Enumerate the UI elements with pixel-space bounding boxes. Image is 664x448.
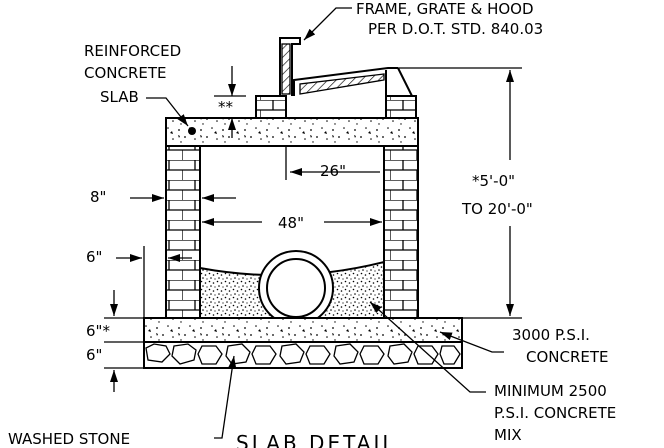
depth-label-line1: *5'-0"	[472, 172, 515, 190]
washed-stone	[143, 341, 463, 369]
annotation-text: FRAME, GRATE & HOOD PER D.O.T. STD. 840.…	[8, 0, 616, 448]
concrete-2500-line1: MINIMUM 2500	[494, 382, 607, 400]
slab-label-line1: REINFORCED	[84, 42, 181, 60]
frame-label-line2: PER D.O.T. STD. 840.03	[368, 20, 543, 38]
brick-walls	[165, 145, 419, 319]
bench-concrete	[199, 250, 385, 329]
dim-6-wall-label: 6"	[86, 248, 102, 266]
slab-label-line3: SLAB	[100, 88, 139, 106]
top-slab	[165, 117, 419, 147]
dim-48-label: 48"	[278, 214, 304, 232]
depth-label-line2: TO 20'-0"	[461, 200, 533, 218]
washed-stone-label: WASHED STONE	[8, 430, 130, 448]
detail-title: SLAB DETAIL	[236, 431, 396, 448]
concrete-2500-line2: P.S.I. CONCRETE	[494, 404, 616, 422]
concrete-3000-line2: CONCRETE	[526, 348, 609, 366]
dim-26-label: 26"	[320, 162, 346, 180]
double-star-label: **	[218, 98, 234, 116]
slab-label-line2: CONCRETE	[84, 64, 167, 82]
dim-6-slab-label: 6"*	[86, 322, 110, 340]
frame-grate-hood	[255, 37, 417, 119]
pipe-inner	[266, 258, 326, 318]
concrete-3000-line1: 3000 P.S.I.	[512, 326, 590, 344]
frame-label-line1: FRAME, GRATE & HOOD	[356, 0, 534, 18]
concrete-2500-line3: MIX	[494, 426, 522, 444]
dim-6-stone-label: 6"	[86, 346, 102, 364]
leaders	[104, 7, 522, 439]
dim-8-label: 8"	[90, 188, 106, 206]
base-slab	[143, 317, 463, 343]
